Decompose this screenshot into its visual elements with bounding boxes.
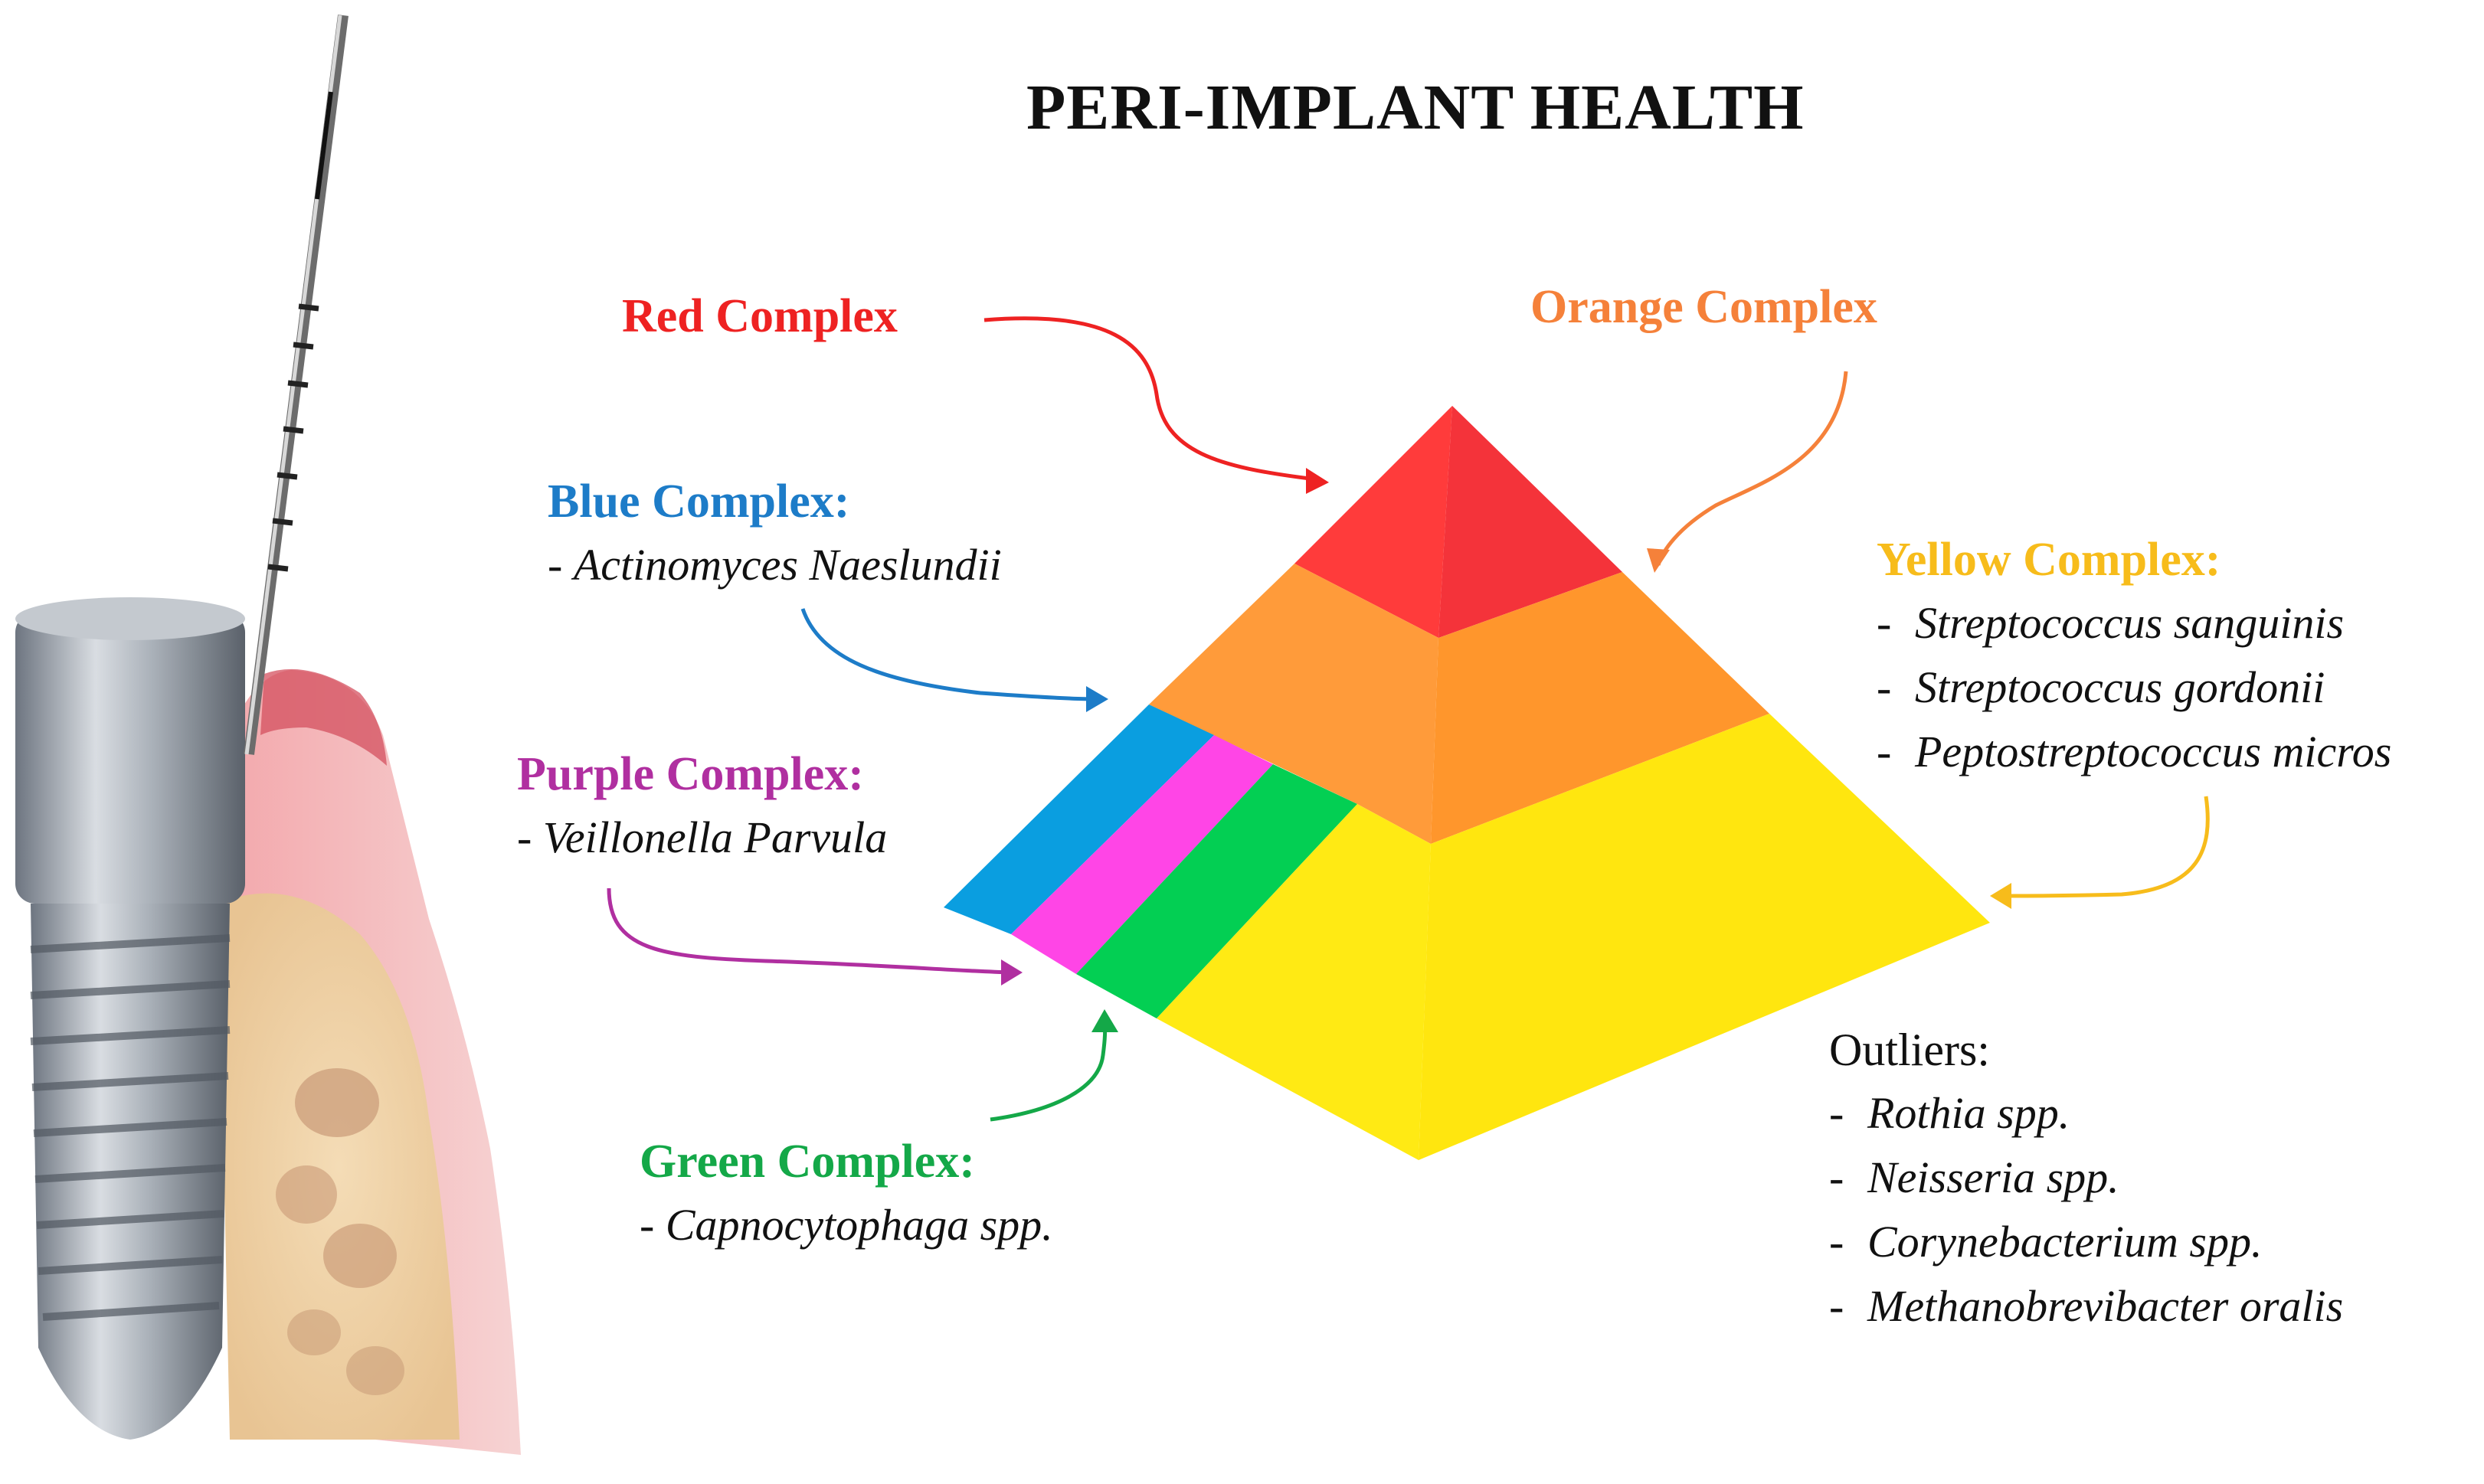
purple-complex-heading: Purple Complex: bbox=[517, 748, 864, 800]
arrow-blue bbox=[800, 608, 1098, 701]
outlier-species-2: -Neisseria spp. bbox=[1829, 1152, 2119, 1202]
arrow-purple bbox=[607, 887, 1012, 975]
orange-complex-heading: Orange Complex bbox=[1530, 281, 1877, 333]
diagram-title: PERI-IMPLANT HEALTH bbox=[1026, 72, 1805, 143]
arrow-red bbox=[983, 316, 1311, 481]
red-complex-label: Red Complex bbox=[622, 285, 898, 348]
pyramid-yellow-tier bbox=[1157, 804, 1431, 1160]
pyramid-orange-tier bbox=[1149, 564, 1438, 844]
yellow-complex-heading: Yellow Complex: bbox=[1877, 534, 2221, 586]
outlier-species-4: -Methanobrevibacter oralis bbox=[1829, 1281, 2344, 1331]
purple-complex-species: - Veillonella Parvula bbox=[517, 812, 888, 862]
bone bbox=[218, 893, 460, 1440]
yellow-complex-species-1: -Streptococcus sanguinis bbox=[1877, 598, 2345, 648]
periodontal-probe bbox=[244, 15, 349, 755]
pyramid-magenta-band bbox=[1011, 735, 1273, 974]
arrow-yellow bbox=[2006, 796, 2210, 898]
pyramid-blue-band bbox=[944, 704, 1214, 934]
blue-complex-label: Blue Complex: - Actinomyces Naeslundii bbox=[548, 470, 1002, 597]
dental-implant-illustration bbox=[15, 15, 521, 1455]
yellow-complex-species-2: -Streptococcus gordonii bbox=[1877, 662, 2325, 712]
outliers-heading: Outliers: bbox=[1829, 1025, 1990, 1075]
green-complex-species: - Capnocytophaga spp. bbox=[640, 1200, 1053, 1250]
blue-complex-heading: Blue Complex: bbox=[548, 476, 850, 528]
yellow-complex-label: Yellow Complex: -Streptococcus sanguinis… bbox=[1877, 528, 2391, 784]
orange-complex-label: Orange Complex bbox=[1530, 276, 1877, 338]
outlier-species-1: -Rothia spp. bbox=[1829, 1088, 2070, 1138]
arrow-green bbox=[990, 1021, 1108, 1122]
purple-complex-label: Purple Complex: - Veillonella Parvula bbox=[517, 743, 887, 870]
yellow-complex-species-3: -Peptostreptococcus micros bbox=[1877, 727, 2392, 776]
pyramid-red-tier bbox=[1294, 406, 1452, 638]
implant-abutment bbox=[15, 613, 245, 904]
green-complex-heading: Green Complex: bbox=[640, 1136, 975, 1188]
green-complex-label: Green Complex: - Capnocytophaga spp. bbox=[640, 1130, 1053, 1257]
pyramid-green-band bbox=[1076, 764, 1357, 1018]
arrow-orange bbox=[1656, 371, 1848, 566]
red-complex-heading: Red Complex bbox=[622, 290, 898, 342]
outliers-label: Outliers: -Rothia spp. -Neisseria spp. -… bbox=[1829, 1018, 2343, 1339]
blue-complex-species: - Actinomyces Naeslundii bbox=[548, 540, 1002, 590]
outlier-species-3: -Corynebacterium spp. bbox=[1829, 1217, 2263, 1267]
